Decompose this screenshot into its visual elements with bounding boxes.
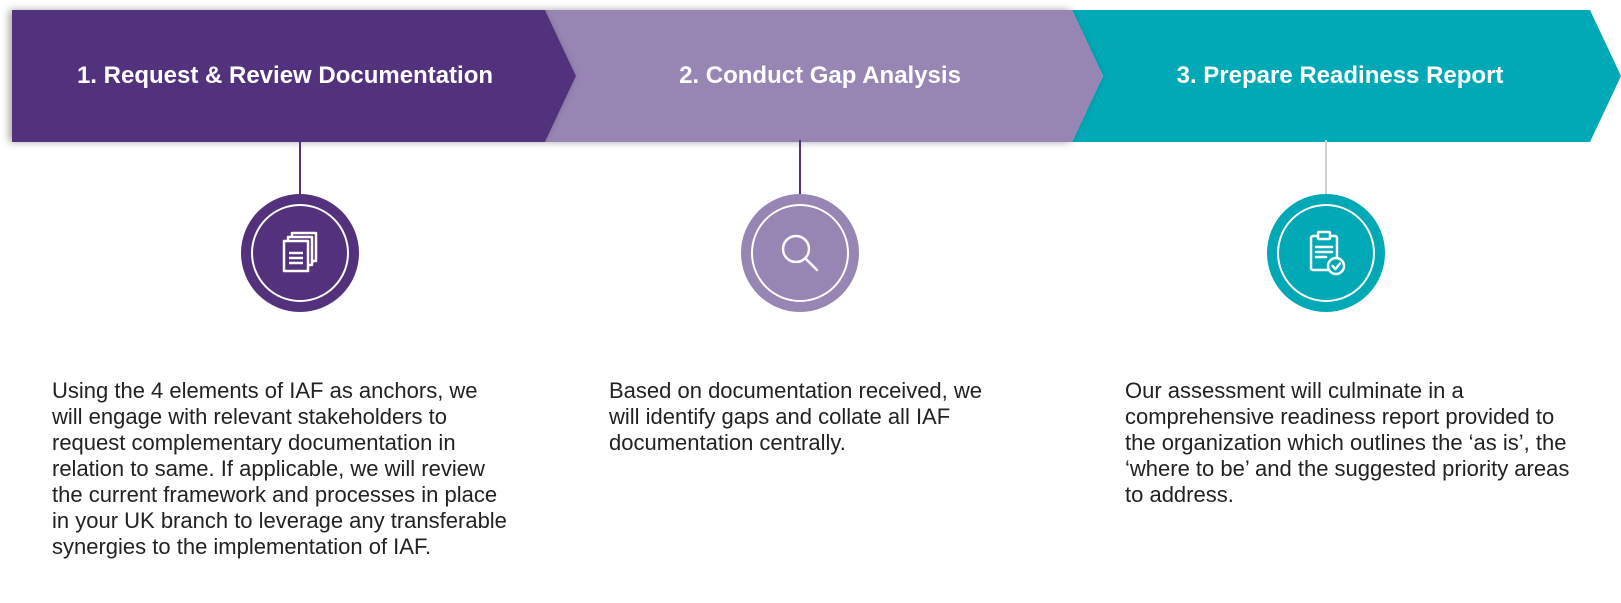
step-1-chevron — [12, 10, 576, 142]
step-1-title: 1. Request & Review Documentation — [76, 62, 494, 89]
step-3-title: 3. Prepare Readiness Report — [1176, 62, 1504, 89]
clipboard-check-icon — [1309, 230, 1346, 276]
step-2-icon-circle — [741, 194, 859, 312]
step-2-title: 2. Conduct Gap Analysis — [679, 62, 961, 89]
step-2-chevron — [545, 10, 1103, 142]
step-1-connector — [299, 140, 301, 196]
step-2-description: Based on documentation received, we will… — [609, 378, 983, 455]
magnifier-icon — [781, 234, 819, 272]
step-3-connector — [1325, 140, 1327, 196]
step-3-description: Our assessment will culminate in a compr… — [1125, 378, 1570, 507]
step-1-description: Using the 4 elements of IAF as anchors, … — [52, 378, 507, 559]
step-1-icon-circle — [241, 194, 359, 312]
step-2-connector — [799, 140, 801, 196]
process-banner — [12, 10, 1621, 142]
step-3-chevron — [1072, 10, 1621, 142]
step-3-icon-circle — [1267, 194, 1385, 312]
documents-icon — [282, 231, 318, 273]
